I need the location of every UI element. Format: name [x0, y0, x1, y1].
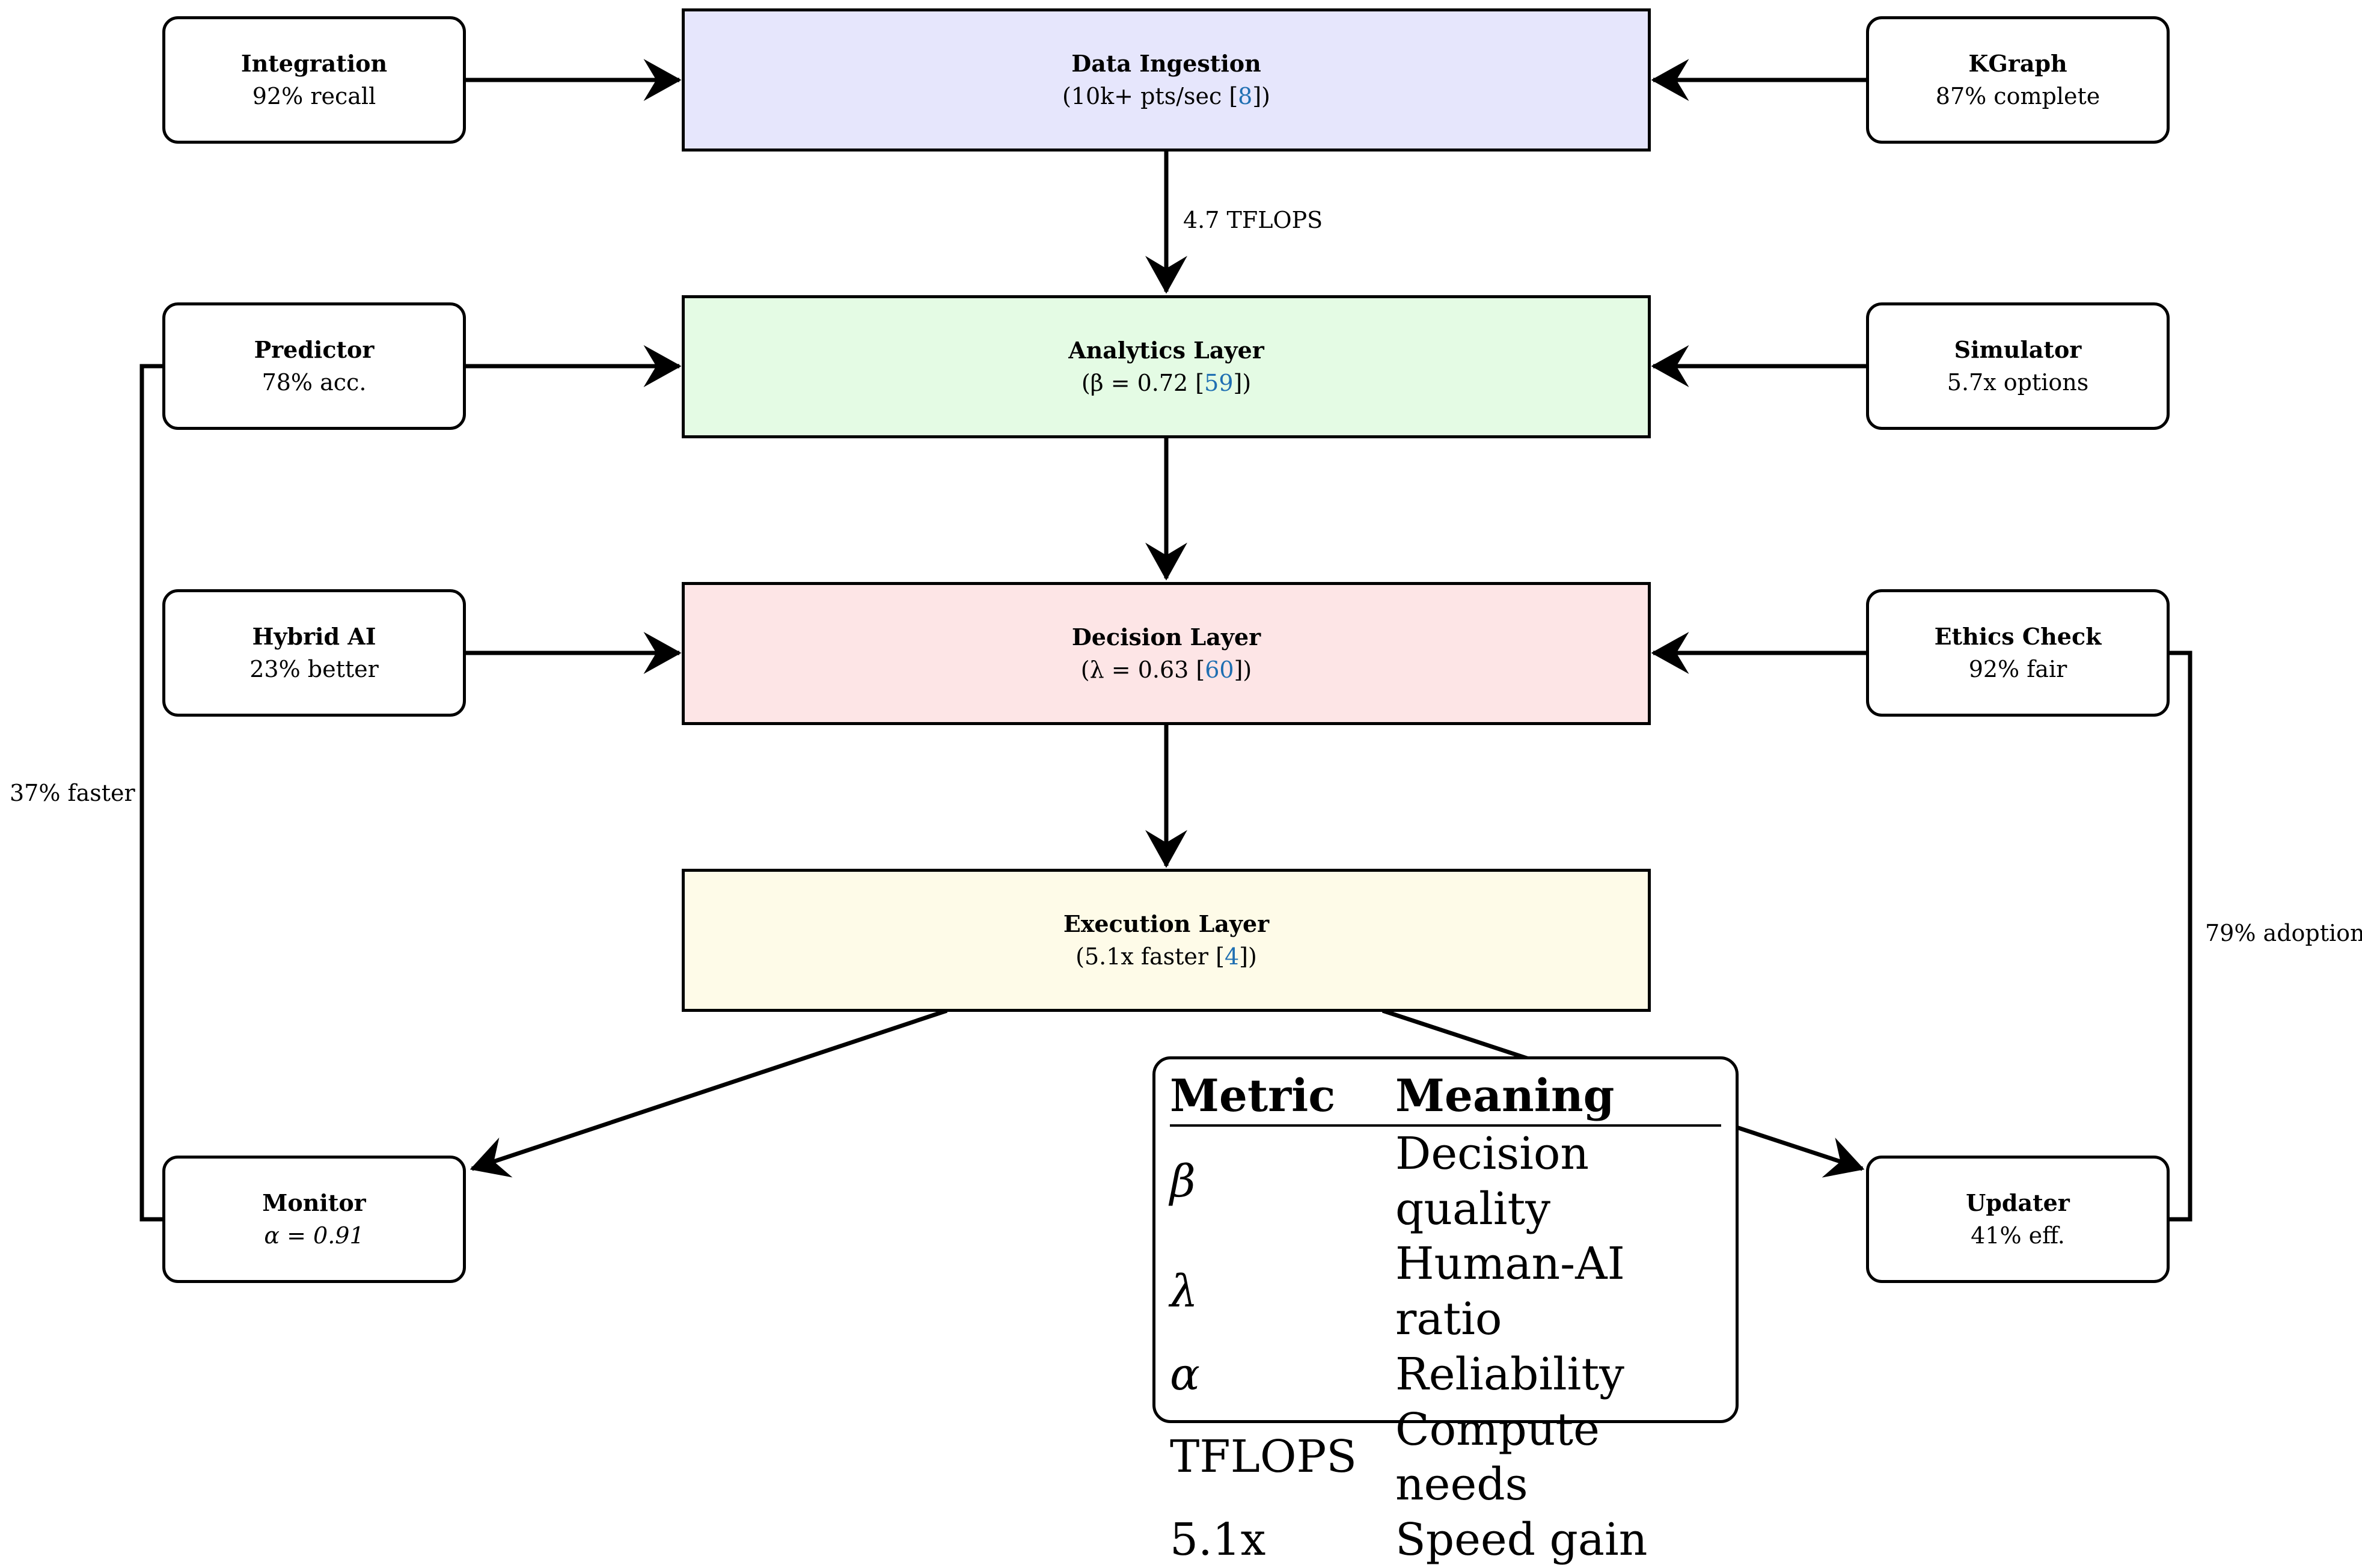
legend-meaning: Human-AI ratio	[1395, 1238, 1625, 1345]
layer-title: Execution Layer	[1063, 910, 1270, 937]
layer-subtitle: (β = 0.72 [59])	[1081, 370, 1252, 396]
legend-row: TFLOPS Compute needs	[1170, 1403, 1721, 1513]
node-value: α = 0.91	[264, 1222, 364, 1249]
updater-feedback-label: 79% adoption	[2205, 920, 2362, 946]
citation-link[interactable]: 4	[1224, 943, 1240, 970]
decision-layer: Decision Layer (λ = 0.63 [60])	[682, 582, 1651, 725]
data-ingestion-layer: Data Ingestion (10k+ pts/sec [8])	[682, 8, 1651, 152]
node-title: Simulator	[1954, 335, 2082, 363]
legend-metric: λ	[1170, 1266, 1198, 1318]
node-value: 23% better	[249, 656, 379, 682]
legend-row: λ Human-AI ratio	[1170, 1237, 1721, 1347]
legend-metric: β	[1170, 1155, 1196, 1207]
legend-header-meaning: Meaning	[1395, 1069, 1721, 1127]
node-title: Monitor	[262, 1189, 366, 1216]
architecture-diagram: Data Ingestion (10k+ pts/sec [8]) Analyt…	[10, 8, 2362, 1566]
citation-link[interactable]: 60	[1205, 657, 1234, 683]
hybrid-ai-node: Hybrid AI 23% better	[162, 589, 466, 717]
layer-title: Decision Layer	[1071, 623, 1261, 651]
legend-row: β Decision quality	[1170, 1125, 1721, 1237]
node-title: Predictor	[254, 335, 375, 363]
legend-meaning: Decision quality	[1395, 1127, 1589, 1235]
legend-metric: 5.1x	[1170, 1514, 1266, 1566]
node-value: 5.7x options	[1947, 369, 2089, 396]
legend-table: Metric Meaning β Decision quality λ Huma…	[1170, 1069, 1721, 1568]
node-title: Ethics Check	[1934, 622, 2102, 650]
monitor-feedback-loop	[139, 345, 682, 1222]
legend-meaning: Speed gain	[1395, 1514, 1648, 1566]
node-title: KGraph	[1968, 49, 2067, 77]
node-value: 41% eff.	[1971, 1222, 2065, 1249]
layer-subtitle: (5.1x faster [4])	[1075, 943, 1257, 970]
citation-link[interactable]: 59	[1204, 370, 1234, 396]
layer-title: Data Ingestion	[1071, 49, 1261, 77]
integration-node: Integration 92% recall	[162, 16, 466, 144]
monitor-node: Monitor α = 0.91	[162, 1156, 466, 1283]
layer-title: Analytics Layer	[1068, 336, 1264, 364]
citation-link[interactable]: 8	[1238, 83, 1253, 109]
node-title: Hybrid AI	[252, 622, 376, 650]
node-title: Integration	[240, 49, 388, 77]
execution-to-monitor-arrow	[470, 1008, 948, 1178]
legend-row: α Reliability	[1170, 1347, 1721, 1403]
metric-legend: Metric Meaning β Decision quality λ Huma…	[1152, 1056, 1739, 1566]
simulator-node: Simulator 5.7x options	[1866, 302, 2170, 430]
node-value: 92% recall	[252, 83, 376, 109]
legend-metric: TFLOPS	[1170, 1431, 1357, 1483]
node-value: 92% fair	[1968, 656, 2067, 682]
legend-header-metric: Metric	[1170, 1069, 1395, 1127]
legend-metric: α	[1170, 1348, 1200, 1400]
layer-subtitle: (10k+ pts/sec [8])	[1062, 83, 1271, 109]
node-title: Updater	[1966, 1189, 2070, 1216]
monitor-feedback-label: 37% faster	[10, 780, 135, 806]
legend-meaning: Compute needs	[1395, 1403, 1600, 1511]
node-value: 87% complete	[1935, 83, 2100, 109]
node-value: 78% acc.	[262, 369, 367, 396]
legend-meaning: Reliability	[1395, 1348, 1624, 1400]
updater-node: Updater 41% eff.	[1866, 1156, 2170, 1283]
legend-row: 5.1x Speed gain	[1170, 1513, 1721, 1568]
layer-subtitle: (λ = 0.63 [60])	[1080, 657, 1252, 683]
tflops-edge-label: 4.7 TFLOPS	[1183, 207, 1323, 233]
ethics-check-node: Ethics Check 92% fair	[1866, 589, 2170, 717]
kgraph-node: KGraph 87% complete	[1866, 16, 2170, 144]
execution-layer: Execution Layer (5.1x faster [4])	[682, 869, 1651, 1012]
legend-header-row: Metric Meaning	[1170, 1069, 1721, 1127]
analytics-layer: Analytics Layer (β = 0.72 [59])	[682, 295, 1651, 438]
predictor-node: Predictor 78% acc.	[162, 302, 466, 430]
